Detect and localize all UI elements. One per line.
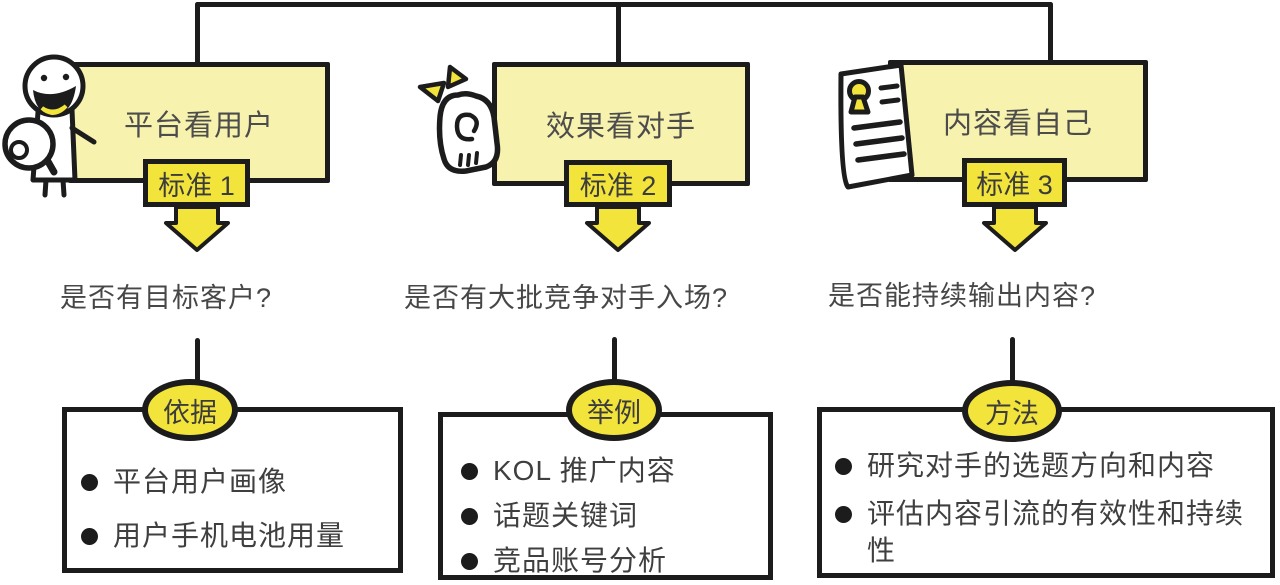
bullet-icon xyxy=(81,474,98,491)
connector-line xyxy=(616,2,621,64)
bullet-text: 竞品账号分析 xyxy=(493,544,668,576)
bullet-text: 研究对手的选题方向和内容 xyxy=(867,450,1216,481)
connector-line xyxy=(1010,337,1015,387)
bullet-icon xyxy=(461,507,478,525)
down-arrow-icon xyxy=(585,205,651,252)
badge-standard-3: 标准 3 xyxy=(962,158,1067,207)
main-box-title: 内容看自己 xyxy=(942,108,1093,140)
detail-box-basis: 平台用户画像 用户手机电池用量 xyxy=(62,407,403,573)
down-arrow-icon xyxy=(164,205,230,252)
person-with-magnifier-icon xyxy=(2,54,97,198)
bullet-text: KOL 推广内容 xyxy=(493,455,676,486)
list-item: 竞品账号分析 xyxy=(461,543,760,580)
bullet-icon xyxy=(81,527,98,545)
connector-line xyxy=(1048,2,1053,62)
list-item: 用户手机电池用量 xyxy=(81,518,388,555)
oval-text: 依据 xyxy=(163,397,217,428)
bullet-icon xyxy=(835,505,852,523)
bullet-text: 平台用户画像 xyxy=(113,466,288,497)
badge-standard-1: 标准 1 xyxy=(143,159,250,207)
connector-line xyxy=(195,2,200,64)
bullet-icon xyxy=(461,463,478,480)
badge-label: 标准 3 xyxy=(976,170,1053,200)
list-item: 平台用户画像 xyxy=(81,464,388,501)
badge-label: 标准 2 xyxy=(579,171,657,201)
oval-label-basis: 依据 xyxy=(142,379,238,441)
list-item: 研究对手的选题方向和内容 xyxy=(835,448,1262,485)
badge-standard-2: 标准 2 xyxy=(564,160,672,207)
main-box-title: 平台看用户 xyxy=(123,109,274,142)
connector-line xyxy=(612,337,617,390)
question-text: 是否能持续输出内容? xyxy=(828,281,1097,311)
boxing-glove-with-sparks-icon xyxy=(417,64,501,174)
down-arrow-icon xyxy=(982,205,1048,252)
bullet-text: 话题关键词 xyxy=(493,499,639,531)
document-with-keyhole-icon xyxy=(838,62,915,190)
oval-label-methods: 方法 xyxy=(962,380,1062,442)
bullet-icon xyxy=(835,458,852,475)
badge-label: 标准 1 xyxy=(158,170,235,201)
detail-box-examples: KOL 推广内容 话题关键词 竞品账号分析 xyxy=(438,412,773,580)
bullet-icon xyxy=(461,552,478,570)
list-item: 评估内容引流的有效性和持续性 xyxy=(835,496,1262,570)
connector-line xyxy=(195,2,1053,7)
question-text: 是否有大批竞争对手入场? xyxy=(404,283,729,313)
list-item: KOL 推广内容 xyxy=(461,453,760,490)
connector-line xyxy=(195,338,200,394)
oval-text: 方法 xyxy=(985,398,1039,429)
question-text: 是否有目标客户? xyxy=(60,283,273,313)
main-box-title: 效果看对手 xyxy=(545,111,696,143)
bullet-text: 评估内容引流的有效性和持续性 xyxy=(867,497,1245,566)
bullet-text: 用户手机电池用量 xyxy=(113,519,346,551)
oval-text: 举例 xyxy=(587,397,641,428)
oval-label-examples: 举例 xyxy=(566,379,662,441)
detail-box-methods: 研究对手的选题方向和内容 评估内容引流的有效性和持续性 xyxy=(817,407,1275,578)
list-item: 话题关键词 xyxy=(461,498,760,535)
